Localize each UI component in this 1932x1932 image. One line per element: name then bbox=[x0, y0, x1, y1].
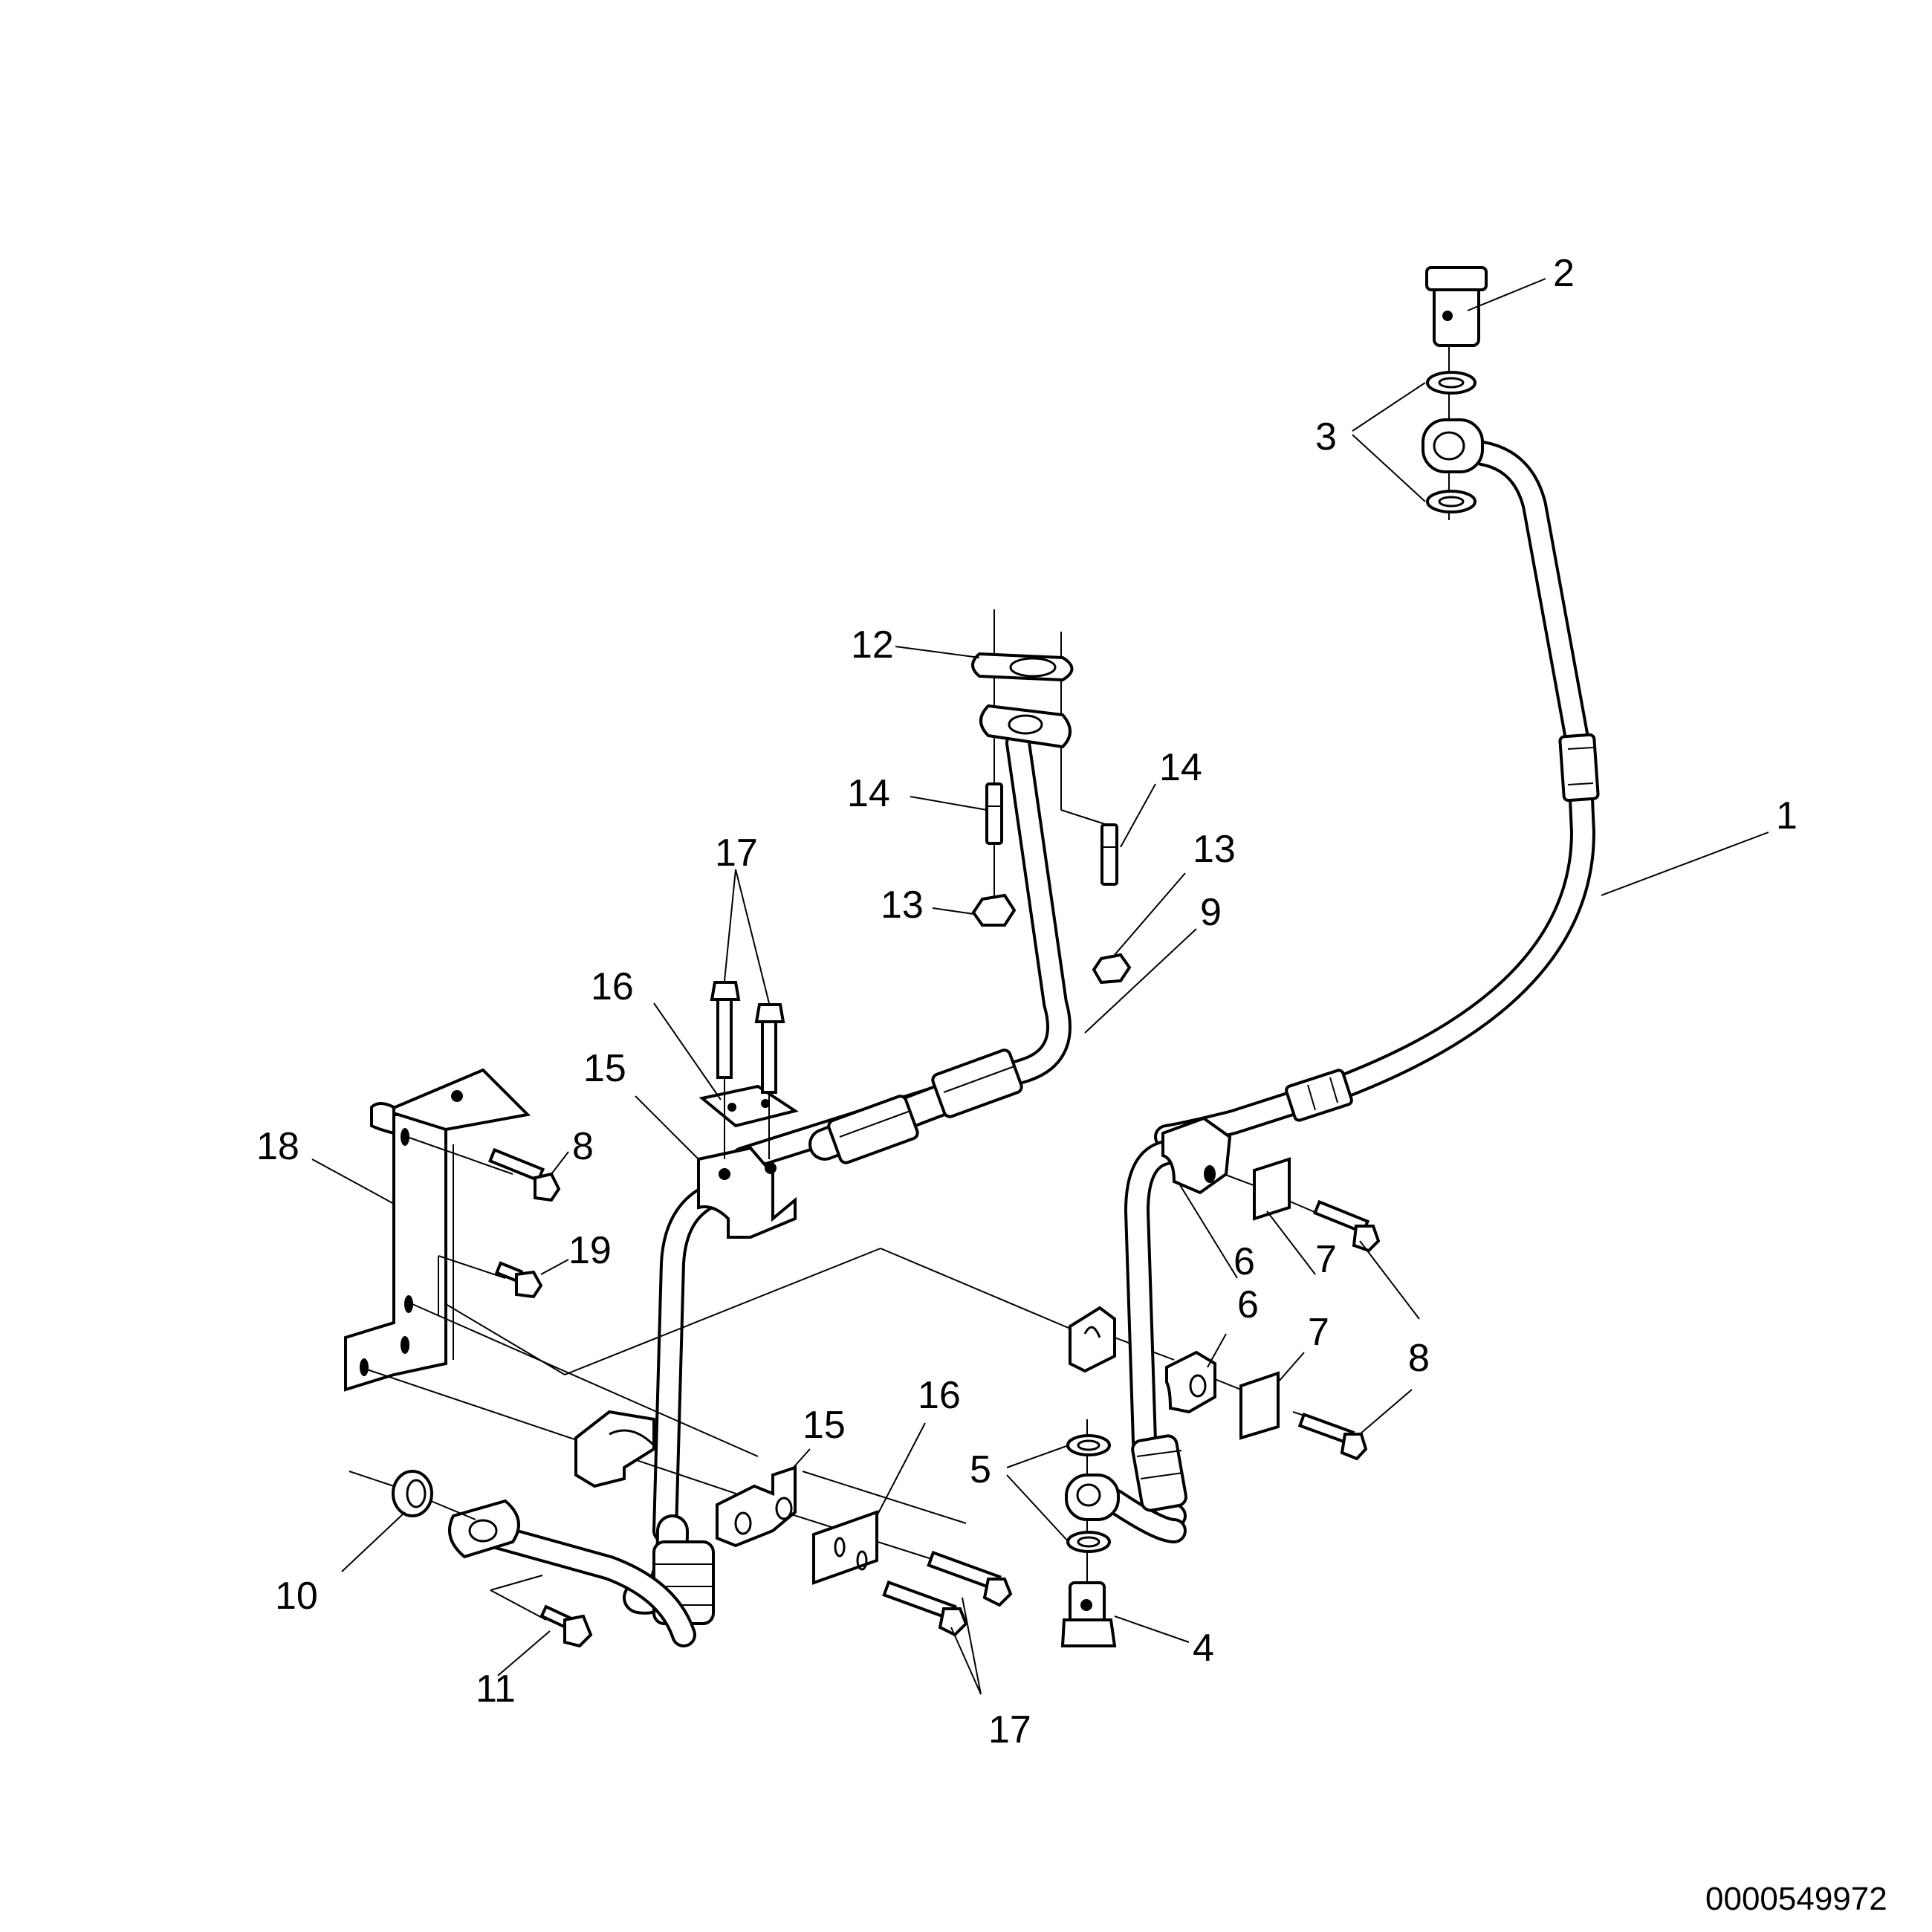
clamp-6-lower bbox=[1165, 1350, 1216, 1414]
callout-15-upper: 15 bbox=[583, 1047, 626, 1090]
callout-13-right: 13 bbox=[1193, 828, 1236, 871]
stud-14-right bbox=[1100, 823, 1118, 886]
gasket-10 bbox=[392, 1470, 433, 1517]
callout-7-upper: 7 bbox=[1315, 1238, 1337, 1281]
leader-lines bbox=[311, 278, 1769, 1695]
bolt-11 bbox=[539, 1604, 593, 1648]
callout-10: 10 bbox=[275, 1575, 318, 1618]
pipe-flange bbox=[979, 704, 1072, 749]
sealing-washer-5-lower bbox=[1066, 1531, 1111, 1553]
callout-19: 19 bbox=[568, 1229, 612, 1272]
callout-9: 9 bbox=[1200, 891, 1222, 934]
gasket-12 bbox=[971, 652, 1074, 682]
pipe-left-vertical bbox=[623, 1176, 748, 1625]
bolt-19 bbox=[494, 1261, 543, 1299]
banjo-fitting-upper bbox=[1422, 418, 1484, 473]
callout-6-upper: 6 bbox=[1234, 1240, 1255, 1283]
bolt-17-lower-b bbox=[882, 1580, 968, 1637]
bolt-17-lower-a bbox=[927, 1550, 1013, 1607]
callout-12: 12 bbox=[851, 623, 894, 667]
callout-1: 2 bbox=[1553, 252, 1575, 295]
bolt-8-lower-right bbox=[1297, 1412, 1368, 1461]
callout-16-lower: 16 bbox=[918, 1374, 961, 1417]
bolt-8-upper-right bbox=[1312, 1199, 1381, 1253]
pipe-lower-left bbox=[448, 1499, 696, 1647]
sealing-washer-3-upper bbox=[1426, 371, 1476, 395]
pipe-right-loop bbox=[1102, 1139, 1187, 1543]
nut-13-right bbox=[1092, 953, 1132, 985]
washer-plate-7-lower bbox=[1239, 1371, 1280, 1440]
bolt-8-left bbox=[487, 1147, 561, 1202]
callout-5: 5 bbox=[970, 1448, 991, 1491]
callout-1b: 1 bbox=[1776, 794, 1798, 837]
callout-16-upper: 16 bbox=[591, 965, 634, 1008]
bolt-17-upper-right bbox=[754, 1003, 785, 1094]
bolt-17-upper-left bbox=[710, 981, 741, 1079]
callout-14-right: 14 bbox=[1159, 746, 1202, 789]
pipe-1 bbox=[1154, 441, 1600, 1150]
banjo-bolt-4 bbox=[1060, 1581, 1117, 1647]
callout-7-lower: 7 bbox=[1308, 1311, 1329, 1354]
callout-4: 4 bbox=[1193, 1627, 1214, 1670]
callout-11: 11 bbox=[476, 1667, 516, 1711]
hose-9 bbox=[730, 730, 1072, 1172]
sealing-washer-3-lower bbox=[1426, 490, 1476, 513]
callout-8-right-lower: 8 bbox=[1408, 1337, 1430, 1380]
bracket-18 bbox=[344, 1068, 531, 1392]
banjo-fitting-lower bbox=[1065, 1474, 1120, 1521]
clamp-15-lower bbox=[716, 1465, 797, 1548]
document-id: 0000549972 bbox=[1705, 1881, 1887, 1917]
callout-8-right-upper: 8 bbox=[1408, 1337, 1430, 1380]
clamp-6-upper bbox=[1161, 1116, 1232, 1195]
callout-17-upper: 17 bbox=[715, 832, 758, 875]
callout-labels: 2 3 1 9 12 14 14 13 13 17 16 15 18 8 19 … bbox=[256, 252, 1798, 1751]
callout-13-left: 13 bbox=[881, 884, 924, 927]
clamp-15-upper bbox=[697, 1146, 797, 1239]
callout-8-left: 8 bbox=[572, 1125, 594, 1168]
clamp-half-lower-left bbox=[574, 1410, 655, 1488]
sealing-washer-5-upper bbox=[1066, 1434, 1111, 1456]
callout-17-lower: 17 bbox=[988, 1708, 1031, 1751]
callout-6-lower: 6 bbox=[1237, 1283, 1259, 1326]
banjo-bolt-2 bbox=[1425, 266, 1488, 347]
washer-plate-7-upper bbox=[1253, 1157, 1291, 1221]
callout-18: 18 bbox=[256, 1125, 299, 1168]
callout-3: 3 bbox=[1315, 415, 1337, 458]
clamp-plate-16-lower bbox=[812, 1510, 878, 1585]
nut-13-left bbox=[971, 893, 1017, 927]
stud-14-left bbox=[985, 782, 1003, 845]
callout-15-lower: 15 bbox=[803, 1404, 846, 1447]
callout-14-left: 14 bbox=[847, 772, 890, 815]
clamp-half-6-mid bbox=[1069, 1306, 1116, 1373]
